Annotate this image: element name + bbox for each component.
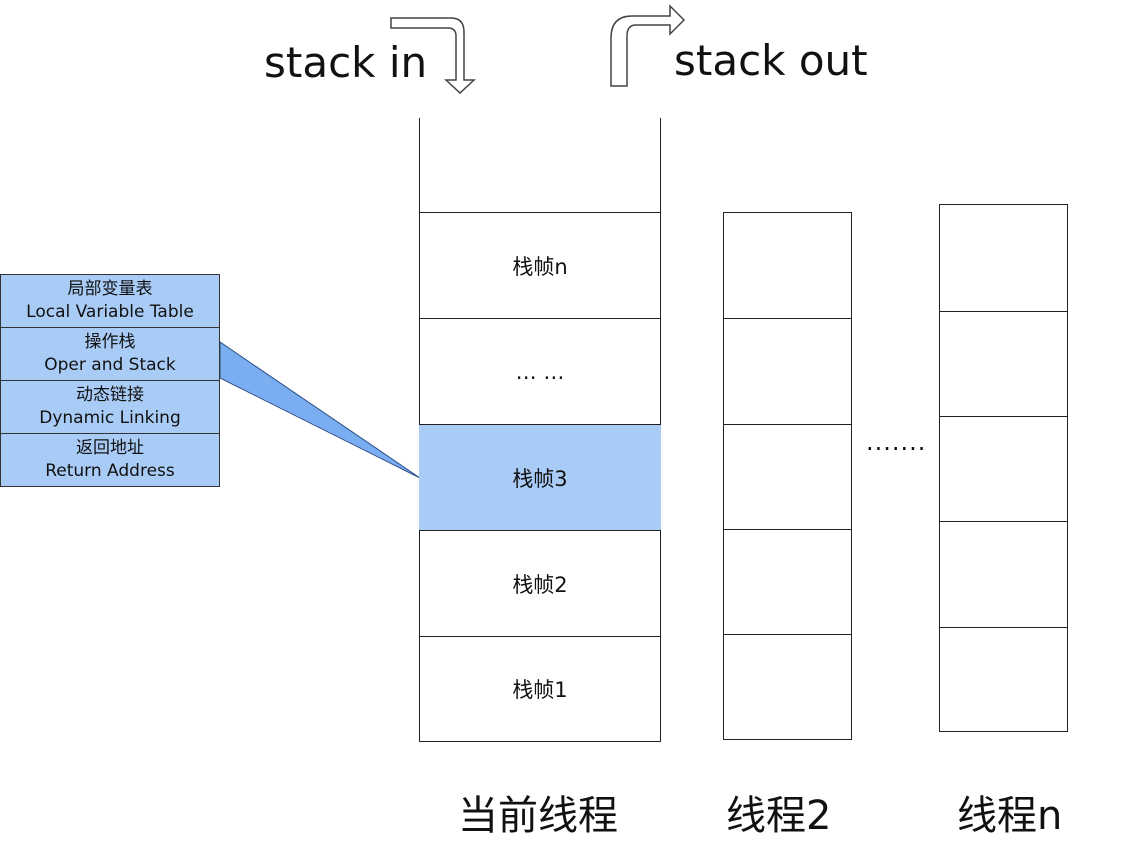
- stack-out-arrow-icon: [610, 4, 686, 87]
- local-variable-table-cn: 局部变量表: [67, 279, 153, 299]
- stack-frame-n: 栈帧n: [419, 212, 661, 318]
- operand-stack-en: Oper and Stack: [44, 355, 176, 375]
- threadn-frame: [940, 521, 1067, 627]
- stack-in-label: stack in: [264, 38, 428, 87]
- stack-in-arrow-icon: [390, 17, 476, 95]
- return-address-en: Return Address: [45, 461, 175, 481]
- threadn-frame: [940, 311, 1067, 416]
- thread2-frame: [724, 213, 851, 318]
- thread2-frame: [724, 634, 851, 739]
- stack-frame-empty: [419, 118, 661, 213]
- stack-frame-detail: 局部变量表 Local Variable Table 操作栈 Oper and …: [0, 274, 220, 487]
- dynamic-linking-en: Dynamic Linking: [39, 408, 181, 428]
- stack-out-label: stack out: [674, 36, 868, 85]
- local-variable-table-en: Local Variable Table: [26, 302, 194, 322]
- stack-frame-ellipsis: … …: [419, 318, 661, 424]
- frame-callout-connector: [219, 341, 421, 479]
- thread2-frame: [724, 318, 851, 424]
- threadn-stack: [939, 204, 1068, 732]
- return-address-cn: 返回地址: [76, 438, 144, 458]
- threadn-frame: [940, 627, 1067, 731]
- operand-stack-cn: 操作栈: [84, 332, 136, 352]
- threadn-frame: [940, 416, 1067, 521]
- stack-frame-3-highlighted: 栈帧3: [419, 424, 661, 530]
- stack-frame-2: 栈帧2: [419, 530, 661, 636]
- threadn-label: 线程n: [957, 793, 1063, 839]
- thread2-frame: [724, 424, 851, 529]
- threadn-frame: [940, 205, 1067, 311]
- dynamic-linking-cn: 动态链接: [76, 385, 144, 405]
- thread2-frame: [724, 529, 851, 634]
- current-thread-stack: 栈帧n … … 栈帧3 栈帧2 栈帧1: [419, 118, 661, 742]
- return-address: 返回地址 Return Address: [0, 433, 220, 487]
- local-variable-table: 局部变量表 Local Variable Table: [0, 274, 220, 328]
- more-threads-ellipsis: .......: [866, 428, 927, 456]
- thread2-label: 线程2: [726, 793, 832, 839]
- thread2-stack: [723, 212, 852, 740]
- stack-frame-1: 栈帧1: [419, 636, 661, 741]
- operand-stack: 操作栈 Oper and Stack: [0, 327, 220, 381]
- current-thread-label: 当前线程: [458, 793, 618, 839]
- dynamic-linking: 动态链接 Dynamic Linking: [0, 380, 220, 434]
